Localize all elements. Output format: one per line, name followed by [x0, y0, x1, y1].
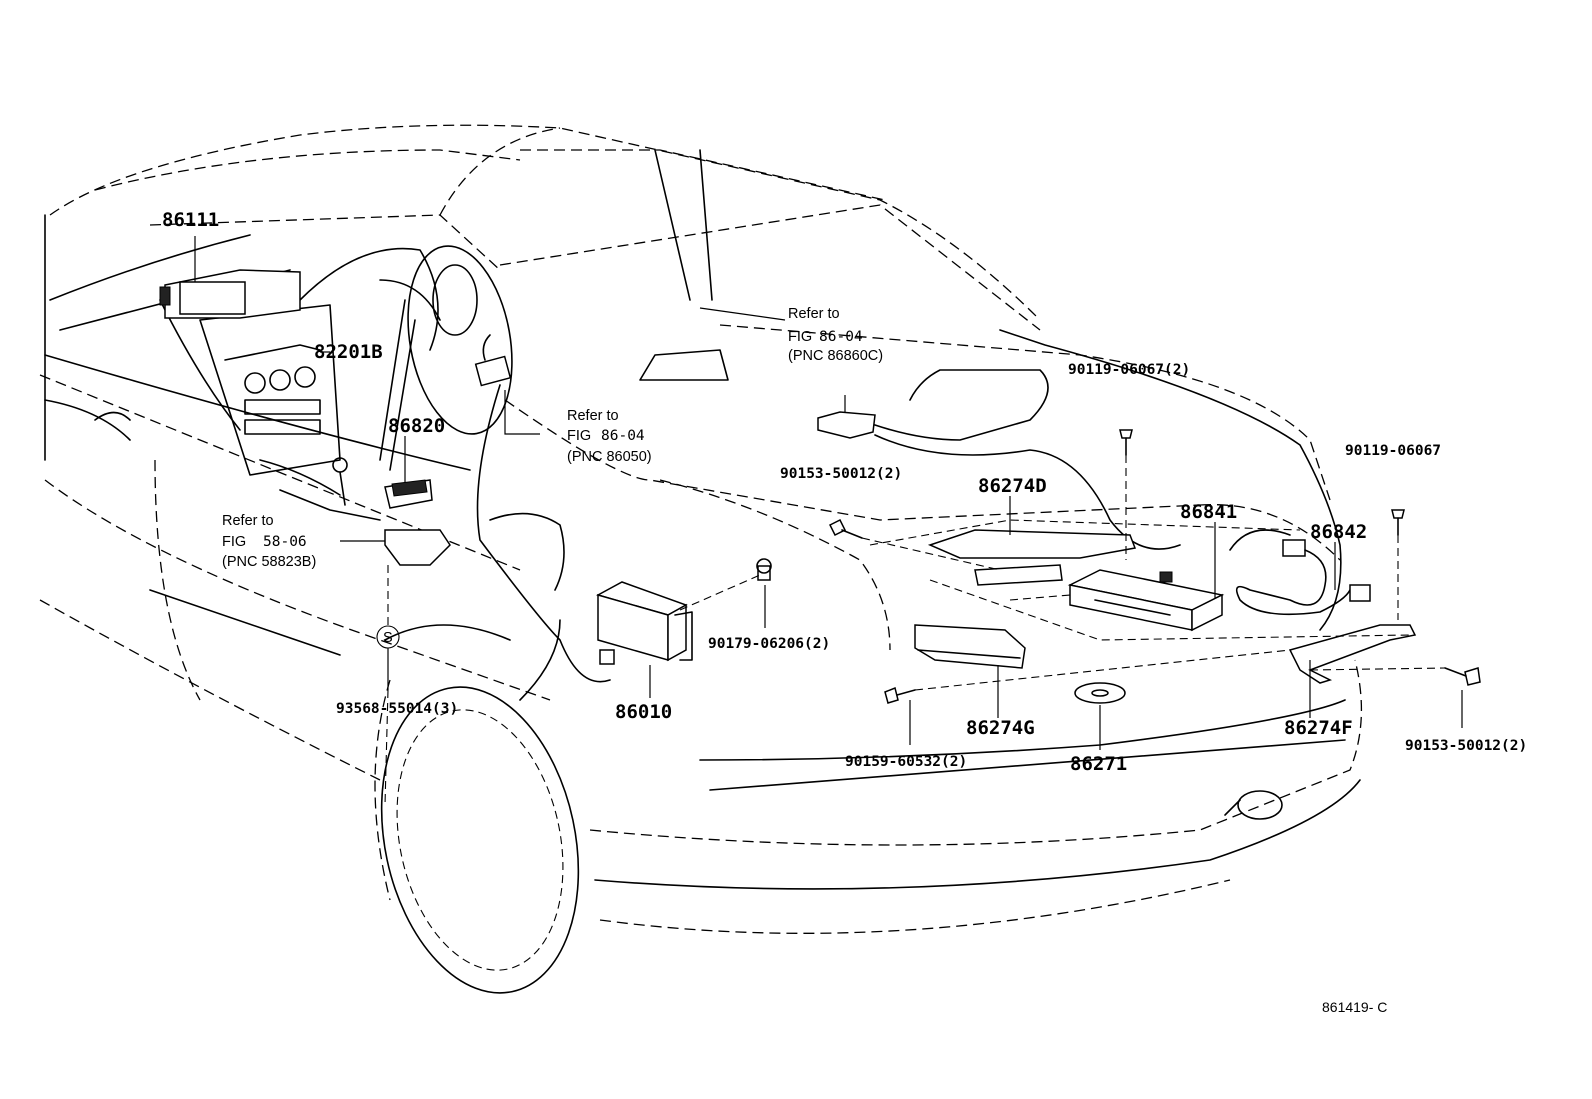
svg-text:Refer to: Refer to	[222, 513, 274, 529]
svg-text:Refer to: Refer to	[567, 408, 619, 424]
label-90159-60532-2: 90159-60532(2)	[845, 754, 967, 770]
svg-text:58-06: 58-06	[263, 534, 307, 550]
diagram-code: 861419- C	[1322, 999, 1387, 1015]
label-82201b: 82201B	[314, 341, 383, 363]
bolt-icons	[756, 429, 1481, 704]
svg-text:(PNC 86050): (PNC 86050)	[567, 449, 652, 465]
svg-text:86-04: 86-04	[601, 428, 645, 444]
refer-to-notes: Refer to FIG 86-04 (PNC 86860C) Refer to…	[222, 306, 883, 646]
label-86271: 86271	[1070, 753, 1127, 775]
label-86274g: 86274G	[966, 717, 1035, 739]
part-drawings	[159, 269, 1481, 704]
wire-82201b	[224, 344, 321, 361]
refer-note-86860c: Refer to FIG 86-04 (PNC 86860C)	[788, 306, 883, 364]
cover-86274g	[914, 624, 1026, 669]
svg-text:FIG: FIG	[222, 534, 246, 550]
label-90119-06067: 90119-06067	[1345, 443, 1441, 459]
label-86842: 86842	[1310, 521, 1367, 543]
part-number-labels: 86111 82201B 86820 86010 86274D 86841 86…	[162, 209, 1367, 775]
cord-86842	[1235, 539, 1371, 616]
label-86274d: 86274D	[978, 475, 1047, 497]
label-90153-50012-2a: 90153-50012(2)	[780, 466, 902, 482]
svg-text:(PNC 58823B): (PNC 58823B)	[222, 554, 316, 570]
microphone-86050	[474, 334, 615, 683]
fastener-labels: 90119-06067(2) 90119-06067 90153-50012(2…	[336, 362, 1527, 770]
bracket-86274d	[927, 529, 1137, 559]
display-unit-86111	[159, 269, 301, 319]
svg-text:Refer to: Refer to	[788, 306, 840, 322]
label-86274f: 86274F	[1284, 717, 1353, 739]
svg-text:86-04: 86-04	[819, 329, 863, 345]
label-86820: 86820	[388, 415, 445, 437]
control-unit-86010	[596, 581, 693, 662]
label-90153-50012-2b: 90153-50012(2)	[1405, 738, 1527, 754]
svg-text:(PNC 86860C): (PNC 86860C)	[788, 348, 883, 364]
switch-86820	[384, 479, 433, 509]
label-86111: 86111	[162, 209, 219, 231]
label-86010: 86010	[615, 701, 672, 723]
refer-note-58823b: Refer to FIG 58-06 (PNC 58823B)	[222, 513, 316, 570]
svg-text:FIG: FIG	[788, 329, 812, 345]
label-90179-06206-2: 90179-06206(2)	[708, 636, 830, 652]
leader-lines	[194, 236, 1463, 806]
bracket-86274f	[1288, 624, 1417, 684]
svg-text:FIG: FIG	[567, 428, 591, 444]
cd-changer-86841	[1067, 569, 1225, 632]
module-86860c	[817, 369, 1181, 550]
refer-note-86050: Refer to FIG 86-04 (PNC 86050)	[567, 408, 652, 465]
label-90119-06067-2: 90119-06067(2)	[1068, 362, 1190, 378]
bracket-58823b	[384, 529, 451, 566]
label-86841: 86841	[1180, 501, 1237, 523]
label-93568-55014-3: 93568-55014(3)	[336, 701, 458, 717]
marker-s-label: S	[383, 630, 393, 646]
